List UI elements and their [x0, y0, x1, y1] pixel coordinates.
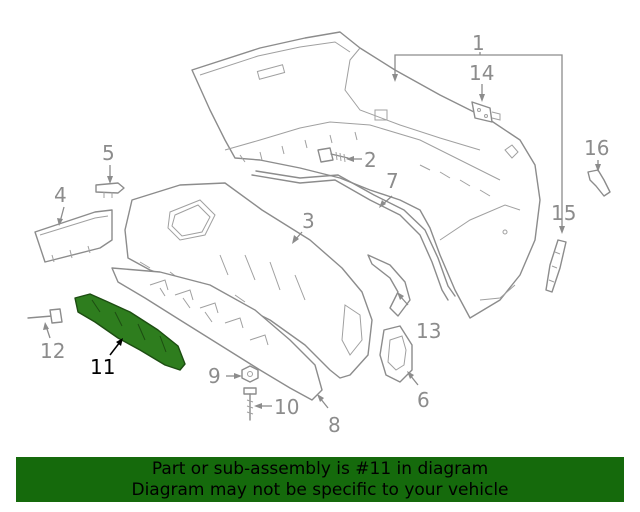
spacer-part-16 [587, 169, 611, 197]
parts-diagram: 1 2 3 4 5 6 7 8 9 10 11 12 13 14 15 16 [27, 31, 611, 437]
callout-9: 9 [208, 364, 221, 388]
callout-7: 7 [386, 169, 399, 193]
bumper-cover-part-1 [191, 31, 541, 319]
absorber-part-11 [74, 293, 186, 371]
bracket-part-14 [471, 101, 501, 123]
leader-1 [394, 52, 563, 230]
bolt-part-2 [317, 147, 349, 163]
callout-10: 10 [274, 395, 299, 419]
callout-11: 11 [90, 355, 115, 379]
info-banner: Part or sub-assembly is #11 in diagram D… [16, 457, 624, 502]
clip-part-5 [95, 182, 125, 198]
callout-4: 4 [54, 183, 67, 207]
reflector-part-4 [34, 209, 113, 263]
callout-2: 2 [364, 148, 377, 172]
callout-6: 6 [417, 388, 430, 412]
callout-16: 16 [584, 136, 609, 160]
bolt-part-10 [243, 387, 257, 421]
trim-strip-part-7 [251, 170, 456, 301]
bracket-part-15 [545, 239, 567, 293]
rivet-part-12 [27, 308, 63, 324]
callout-15: 15 [551, 201, 576, 225]
callout-5: 5 [102, 141, 115, 165]
diffuser-part-3 [124, 182, 373, 379]
bracket-part-13 [367, 254, 411, 317]
callout-12: 12 [40, 339, 65, 363]
callout-13: 13 [416, 319, 441, 343]
grille-part-6 [379, 325, 413, 383]
callout-14: 14 [469, 61, 494, 85]
lower-trim-part-8 [111, 267, 323, 401]
callout-3: 3 [302, 209, 315, 233]
callout-1: 1 [472, 31, 485, 55]
nut-part-9 [241, 365, 259, 383]
banner-line-1: Part or sub-assembly is #11 in diagram [151, 459, 489, 479]
callout-8: 8 [328, 413, 341, 437]
banner-line-2: Diagram may not be specific to your vehi… [131, 480, 509, 500]
